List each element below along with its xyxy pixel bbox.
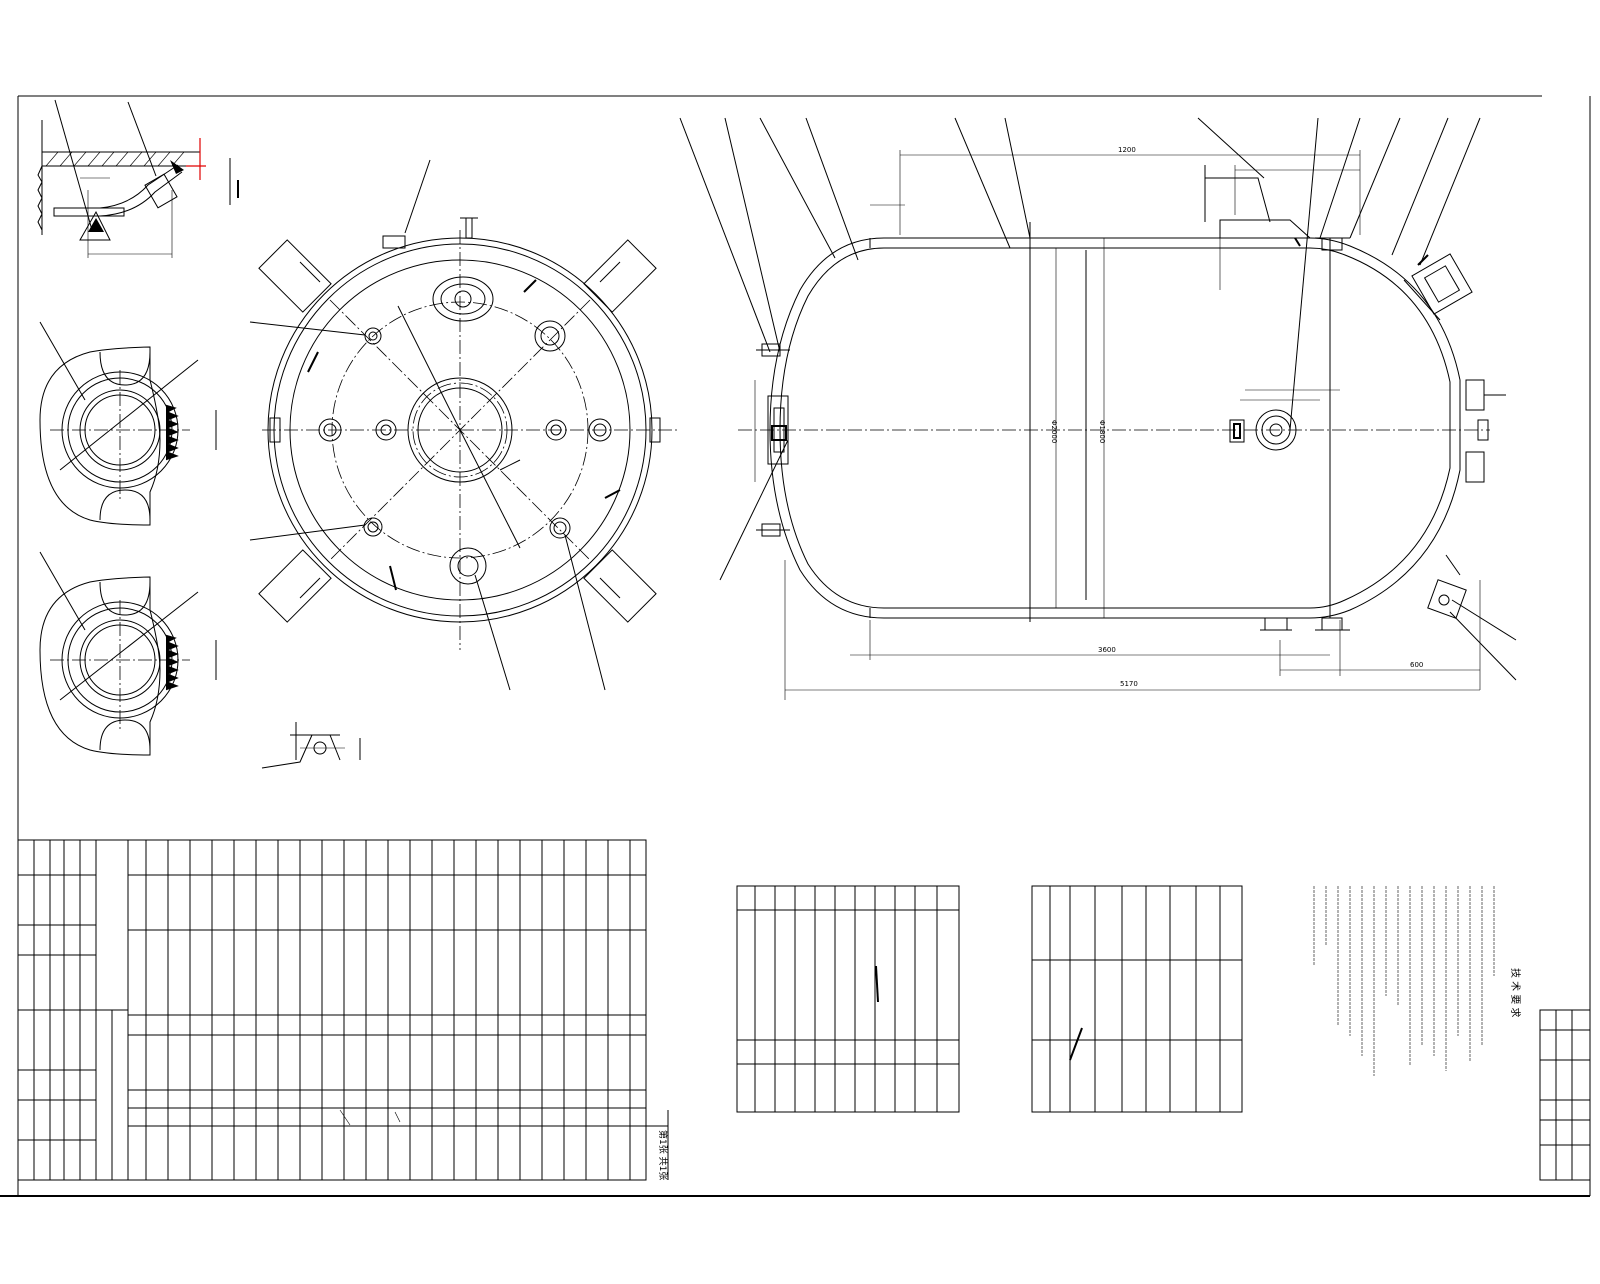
dim-shell-length: 3600 <box>1098 646 1116 654</box>
right-head-nozzle <box>1403 253 1473 321</box>
page-mark: 第1张 共1张 <box>657 1130 669 1180</box>
notes-heading: 技 术 要 求 <box>1509 968 1522 1018</box>
title-block <box>1539 1009 1591 1181</box>
design-data-table <box>1031 885 1243 1113</box>
nozzle-table: 第1张 共1张 <box>17 839 669 1181</box>
support-legs <box>258 239 657 623</box>
elevation-view <box>679 117 1517 700</box>
parts-table <box>736 885 960 1113</box>
technical-notes: 技 术 要 求 <box>1313 886 1522 1076</box>
plan-nozzles <box>269 217 661 585</box>
plan-leaders <box>249 159 606 691</box>
dim-offset: 1200 <box>1118 146 1136 154</box>
elevation-dimensions <box>754 150 1481 700</box>
weld-detail-view <box>37 99 239 258</box>
pad-detail-lower <box>39 551 217 756</box>
pad-detail-upper <box>39 321 217 526</box>
dim-diameter: Φ2000 <box>1050 420 1058 443</box>
bracket-detail <box>261 722 361 769</box>
dim-overall-length: 5170 <box>1120 680 1138 688</box>
elevation-leaders <box>679 117 1517 681</box>
dim-inner-diameter: Φ1800 <box>1098 420 1106 443</box>
plan-lugs <box>307 279 621 591</box>
dim-span: 600 <box>1410 661 1423 669</box>
plan-view <box>249 159 680 691</box>
